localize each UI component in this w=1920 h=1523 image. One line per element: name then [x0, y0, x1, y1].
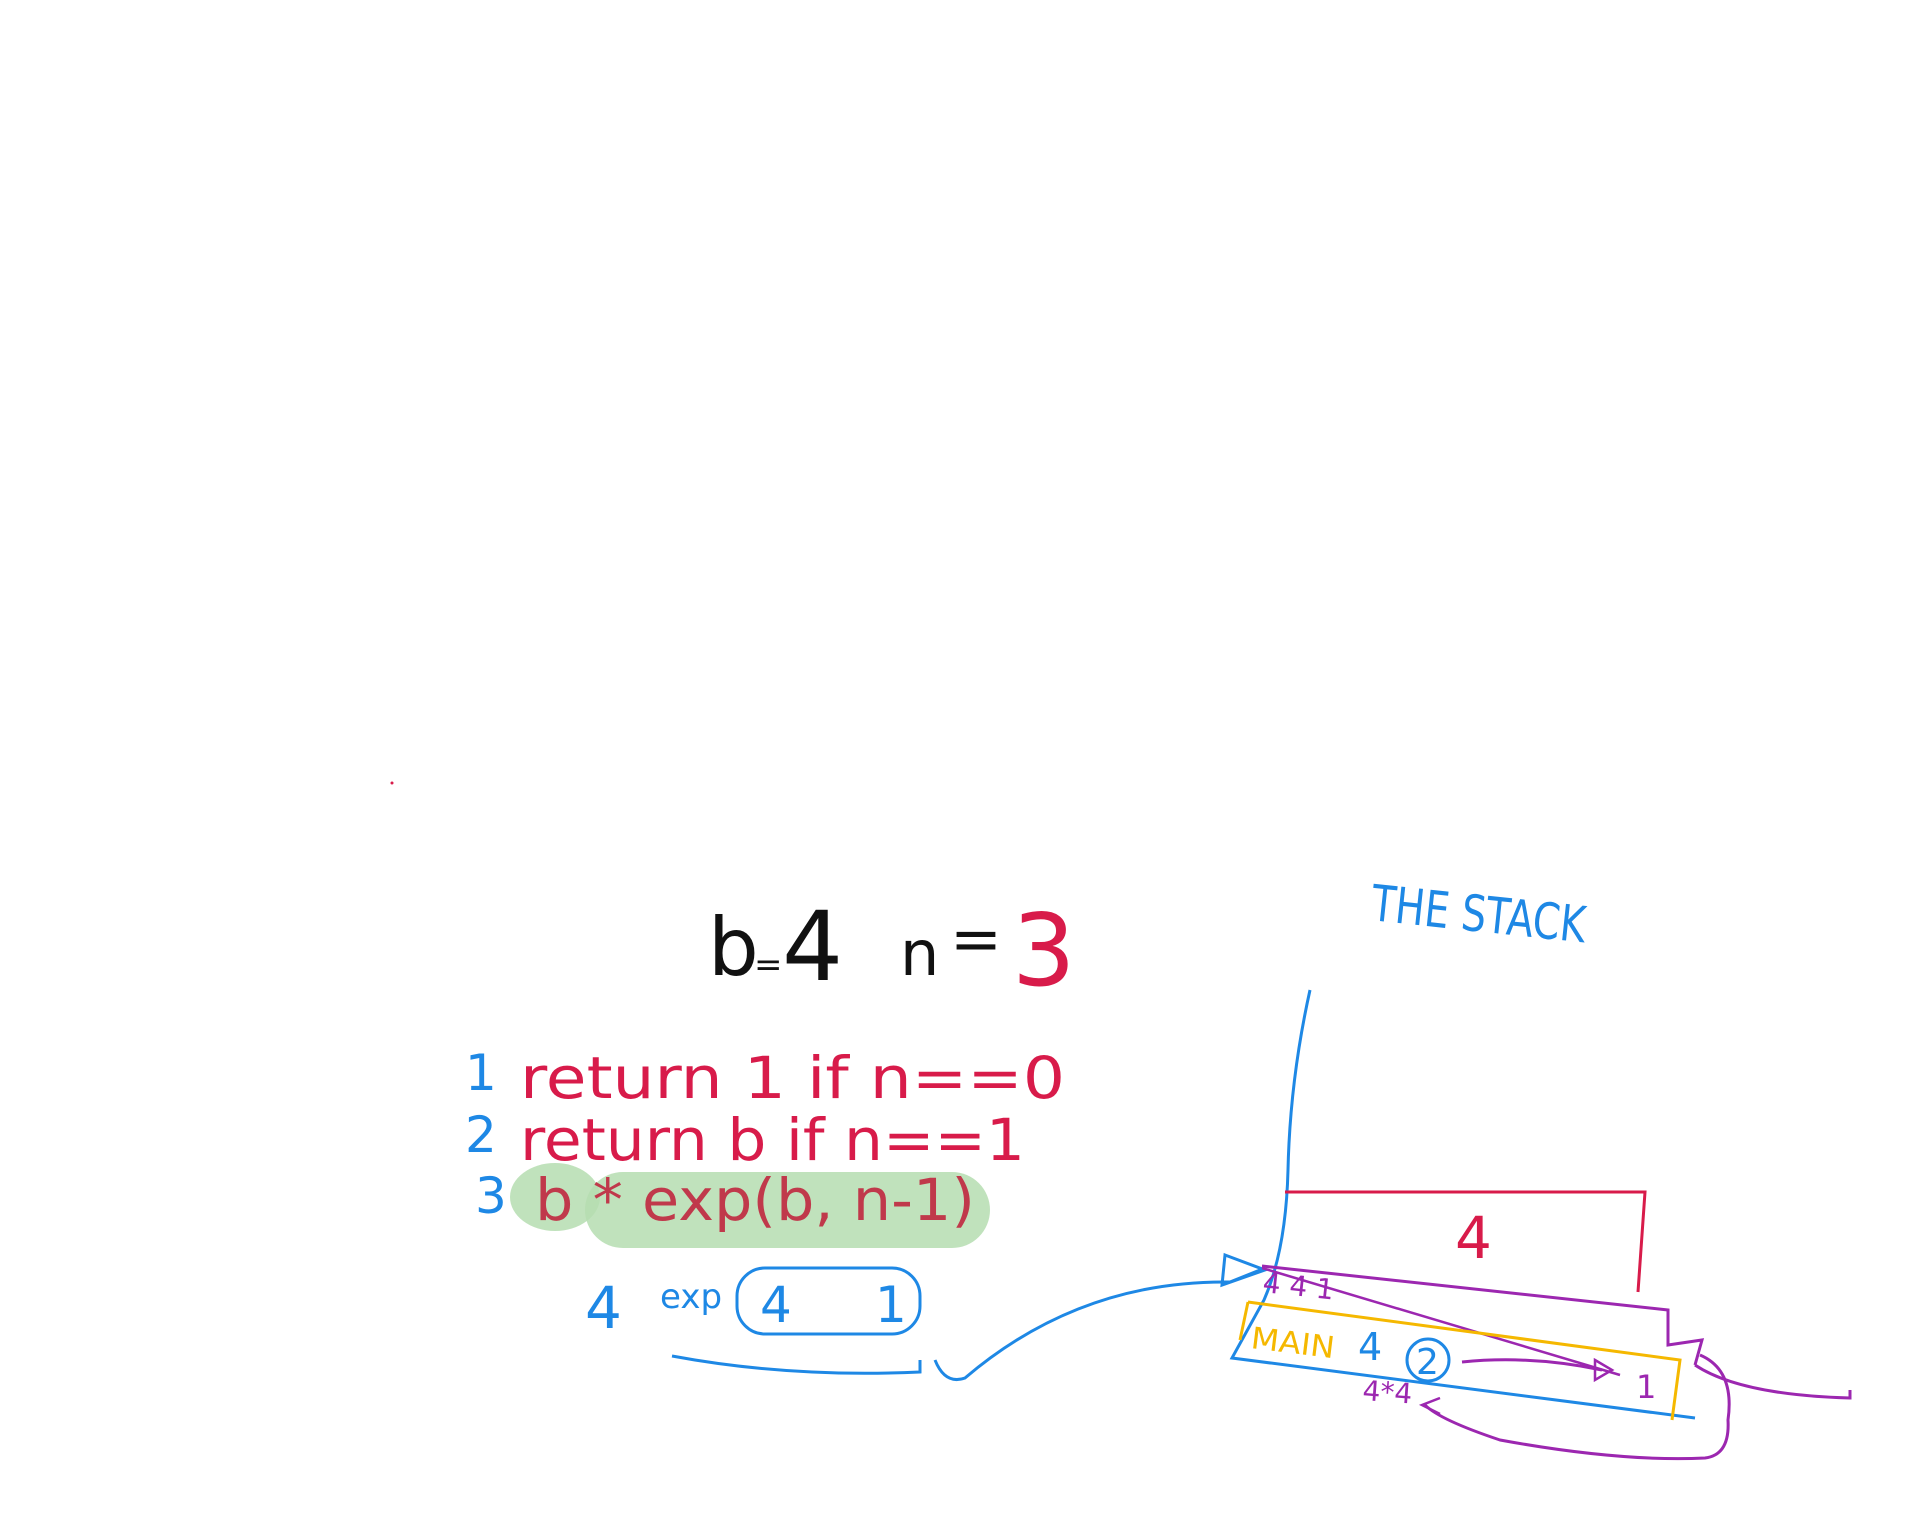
- call-underline: [671, 1354, 922, 1375]
- code-line-1-number: 1: [465, 1044, 497, 1102]
- frame-purple-outline: [1261, 1264, 1705, 1366]
- frame-purple-slash: [1261, 1266, 1621, 1377]
- return-arrow: [1461, 1358, 1603, 1372]
- highlight-b: [510, 1163, 600, 1231]
- call-fn-name: exp: [660, 1277, 722, 1317]
- frame-main-line-circle: [1405, 1337, 1451, 1383]
- n-equals: =: [950, 902, 1002, 975]
- frame-main-value: 4: [1358, 1325, 1382, 1369]
- stack-wall: [1229, 989, 1696, 1420]
- long-purple-line: [1694, 1363, 1852, 1400]
- b-label: b: [708, 901, 759, 994]
- product-arrow-head-icon: [1418, 1396, 1441, 1416]
- code-line-3-text: b * exp(b, n-1): [535, 1166, 975, 1234]
- stray-dot: [390, 781, 394, 785]
- highlight-exp-call: [585, 1172, 990, 1248]
- arrow-head-icon: [1220, 1252, 1270, 1288]
- frame-main-label: MAIN: [1249, 1321, 1337, 1366]
- stack-diagram: THE STACK 4 4 4 1 MAIN 4 2 1 4*4: [1229, 874, 1852, 1461]
- call-frame: 4 exp 4 1: [585, 1252, 1270, 1381]
- code-line-3-number: 3: [475, 1167, 507, 1225]
- call-to-stack-arrow: [933, 1266, 1266, 1381]
- b-equals: =: [754, 945, 783, 985]
- code-line-2-number: 2: [465, 1106, 497, 1164]
- b-value: 4: [782, 891, 843, 1003]
- header-vars: b = 4 n = 3: [708, 891, 1076, 1009]
- call-args-box: [735, 1266, 922, 1336]
- code-line-2-text: return b if n==1: [520, 1106, 1025, 1174]
- stack-title: THE STACK: [1368, 874, 1590, 954]
- call-arg-b: 4: [760, 1276, 792, 1334]
- product-loop-arrow: [1423, 1353, 1731, 1461]
- return-arrow-head-icon: [1593, 1357, 1615, 1383]
- call-line-number: 4: [585, 1274, 622, 1342]
- code-line-1-text: return 1 if n==0: [520, 1044, 1065, 1112]
- frame-main-outline: [1238, 1300, 1682, 1421]
- code-block: 1 return 1 if n==0 2 return b if n==1 3 …: [465, 1044, 1065, 1248]
- frame-top-outline: [1285, 1190, 1647, 1293]
- n-value: 3: [1012, 892, 1076, 1009]
- frame-main-line: 2: [1416, 1342, 1439, 1383]
- call-arg-n: 1: [875, 1276, 907, 1334]
- n-label: n: [900, 917, 939, 990]
- return-value: 1: [1636, 1368, 1656, 1406]
- product-text: 4*4: [1362, 1374, 1414, 1410]
- frame-top-value: 4: [1455, 1204, 1492, 1272]
